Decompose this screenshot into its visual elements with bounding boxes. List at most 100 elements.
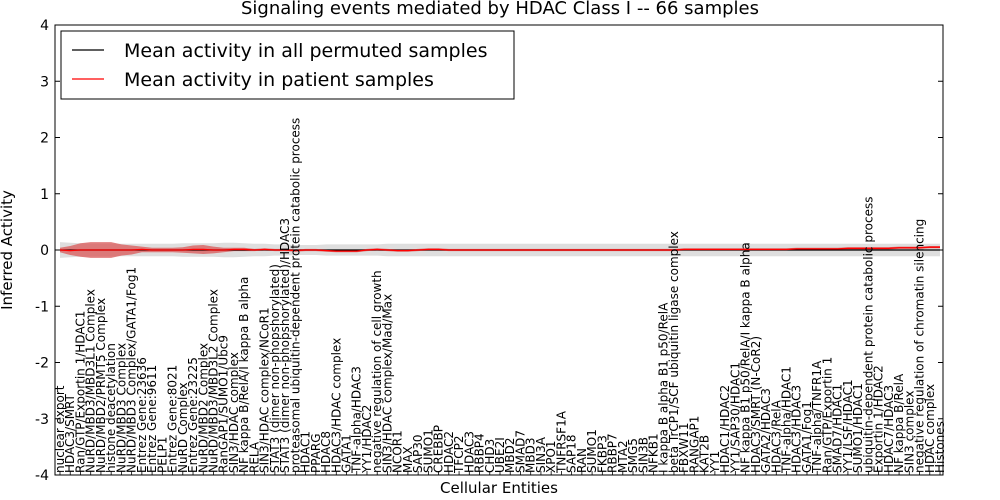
y-tick-label: 2 [40,131,49,147]
category-label: NuRD/MBD2 Complex [196,343,210,473]
category-label: I kappa B alpha B1 p50/RelA [657,302,671,473]
category-label: SAP18 [565,434,579,473]
category-labels: nuclear exportHDAC3/SMRTRan/GTP/Exportin… [53,118,947,474]
category-label: RELA [247,441,261,473]
category-label: ubiquitin-dependent protein catabolic pr… [861,197,875,473]
category-label: SAP30 [411,434,425,473]
category-label: TNFRSF1A [554,410,568,474]
chart-title: Signaling events mediated by HDAC Class … [241,0,759,19]
category-label: TFCP2 [452,436,466,474]
category-label: GATA2/HDAC3 [759,388,773,473]
category-label: STAT3 (dimer non-phopshorylated)/HDAC3 [278,218,292,473]
series-lines [59,246,940,252]
category-label: PPARG [309,433,323,473]
x-axis-ticks [59,471,941,475]
category-label: proteasomal ubiquitin-dependent protein … [288,118,302,473]
category-label: MTA2 [616,440,630,473]
category-label: TNF-alpha/HDAC3 [350,366,364,474]
y-tick-label: -2 [35,356,49,372]
category-label: HDAC3/HDAC complex [329,338,343,473]
category-label: NuRD/MBD2/PRMT5 Complex [94,298,108,473]
category-label: Entrez Gene:23225 [186,357,200,473]
category-label: RBBP4 [473,433,487,473]
category-label: NF kappa B/RelA/I kappa B alpha [237,277,251,473]
category-label: PELP1 [155,437,169,473]
legend-label-permuted: Mean activity in all permuted samples [124,40,487,62]
category-label: Ran/GTP/Exportin 1 [820,357,834,473]
category-label: CREBBP [432,425,446,473]
category-label: Histones [933,421,947,473]
category-label: SIN3/HDAC complex/Mad/Max [380,294,394,473]
category-label: SIN3B [636,437,650,473]
category-label: MBD3 [524,438,538,473]
category-label: RanGAP1/SUMO1/Ubc9 [217,335,231,473]
line-patient [59,246,940,252]
legend: Mean activity in all permuted samples Me… [60,30,515,100]
category-label: RANGAP1 [687,416,701,473]
legend-label-patient: Mean activity in patient samples [124,69,434,91]
category-label: GATA1/Fog1 [800,401,814,473]
category-label: YY1/SAP30/HDAC1 [728,362,742,474]
category-label: HDAC complex [923,384,937,473]
y-tick-label: 1 [40,187,49,203]
category-label: Entrez Gene:9611 [145,365,159,473]
x-axis-label: Cellular Entities [440,479,558,497]
category-label: YY1/HDAC2 [360,405,374,474]
category-label: MBD2 [503,438,517,473]
category-label: NuRD Complex [176,382,190,473]
category-label: histone deacetylation [104,343,118,473]
category-label: HDAC3 [462,431,476,473]
category-label: HDAC8 [319,431,333,473]
category-label: negative regulation of chromatin silenci… [913,219,927,473]
category-label: KAT2B [698,435,712,473]
category-label: GATA1 [340,434,354,473]
category-label: YY1/LSF/HDAC1 [841,379,855,474]
category-label: SMG5 [626,438,640,473]
category-label: SUMO1 [421,429,435,473]
category-label: SIN3/HDAC complex/NCoR1 [258,307,272,473]
category-label: NF kappa B/RelA [892,373,906,473]
category-label: negative regulation of cell growth [370,270,384,473]
category-label: HDAC3/RelA [769,399,783,473]
category-label: MAX [401,446,415,473]
category-label: SIN3 complex [902,391,916,473]
y-axis-label: Inferred Activity [0,190,16,310]
category-label: Entrez Gene:23636 [135,357,149,473]
category-label: nuclear export [53,385,67,473]
category-label: NuRD/MBD3 Complex [114,343,128,473]
category-label: TNF-alpha/TNFR1A [810,360,824,474]
category-label: CHD3 [483,439,497,473]
category-label: Exportin 1/HDAC2 [872,365,886,473]
category-label: HDAC7/HDAC3 [882,385,896,473]
category-label: RAN [575,448,589,473]
category-label: HDAC1/HDAC2 [718,385,732,473]
category-label: FBXW11 [677,423,691,474]
category-label: SMAD7/HDAC1 [831,384,845,473]
y-tick-label: 0 [40,243,49,259]
category-label: NF kappa B1 p50/RelA/I kappa B alpha [739,242,753,473]
category-label: beta TrCP1/SCF ubiquitin ligase complex [667,231,681,473]
category-label: HDAC2 [442,431,456,473]
category-label: HDAC3/HDAC3 [790,385,804,473]
category-label: NuRD/MBD3/MBD3L1 Complex [84,289,98,473]
category-label: HDAC3/SMRT (N-CoR2) [749,336,763,473]
category-label: NuRD/MBD3/MBD3L2 Complex [206,289,220,473]
category-label: RBBP7 [606,433,620,473]
category-label: YY1 [708,451,722,474]
category-label: SIN3/HDAC complex [227,352,241,473]
category-label: NuRD/MBD3 Complex/GATA1/Fog1 [125,267,139,473]
category-label: FKBP3 [595,435,609,473]
category-label: SUMO1 [585,429,599,473]
y-tick-label: -1 [35,299,49,315]
category-label: Ran/GTP/Exportin 1/HDAC1 [73,311,87,473]
category-label: SIN3A [534,436,548,473]
legend-box [60,30,515,100]
category-label: XPO1 [544,440,558,473]
category-label: Entrez Gene:8021 [166,365,180,473]
y-tick-label: 3 [40,74,49,90]
category-label: STAT3 (dimer non-phopshorylated) [268,264,282,473]
category-label: SUMO1/HDAC1 [851,383,865,473]
category-label: HDAC3/SMRT [63,393,77,473]
